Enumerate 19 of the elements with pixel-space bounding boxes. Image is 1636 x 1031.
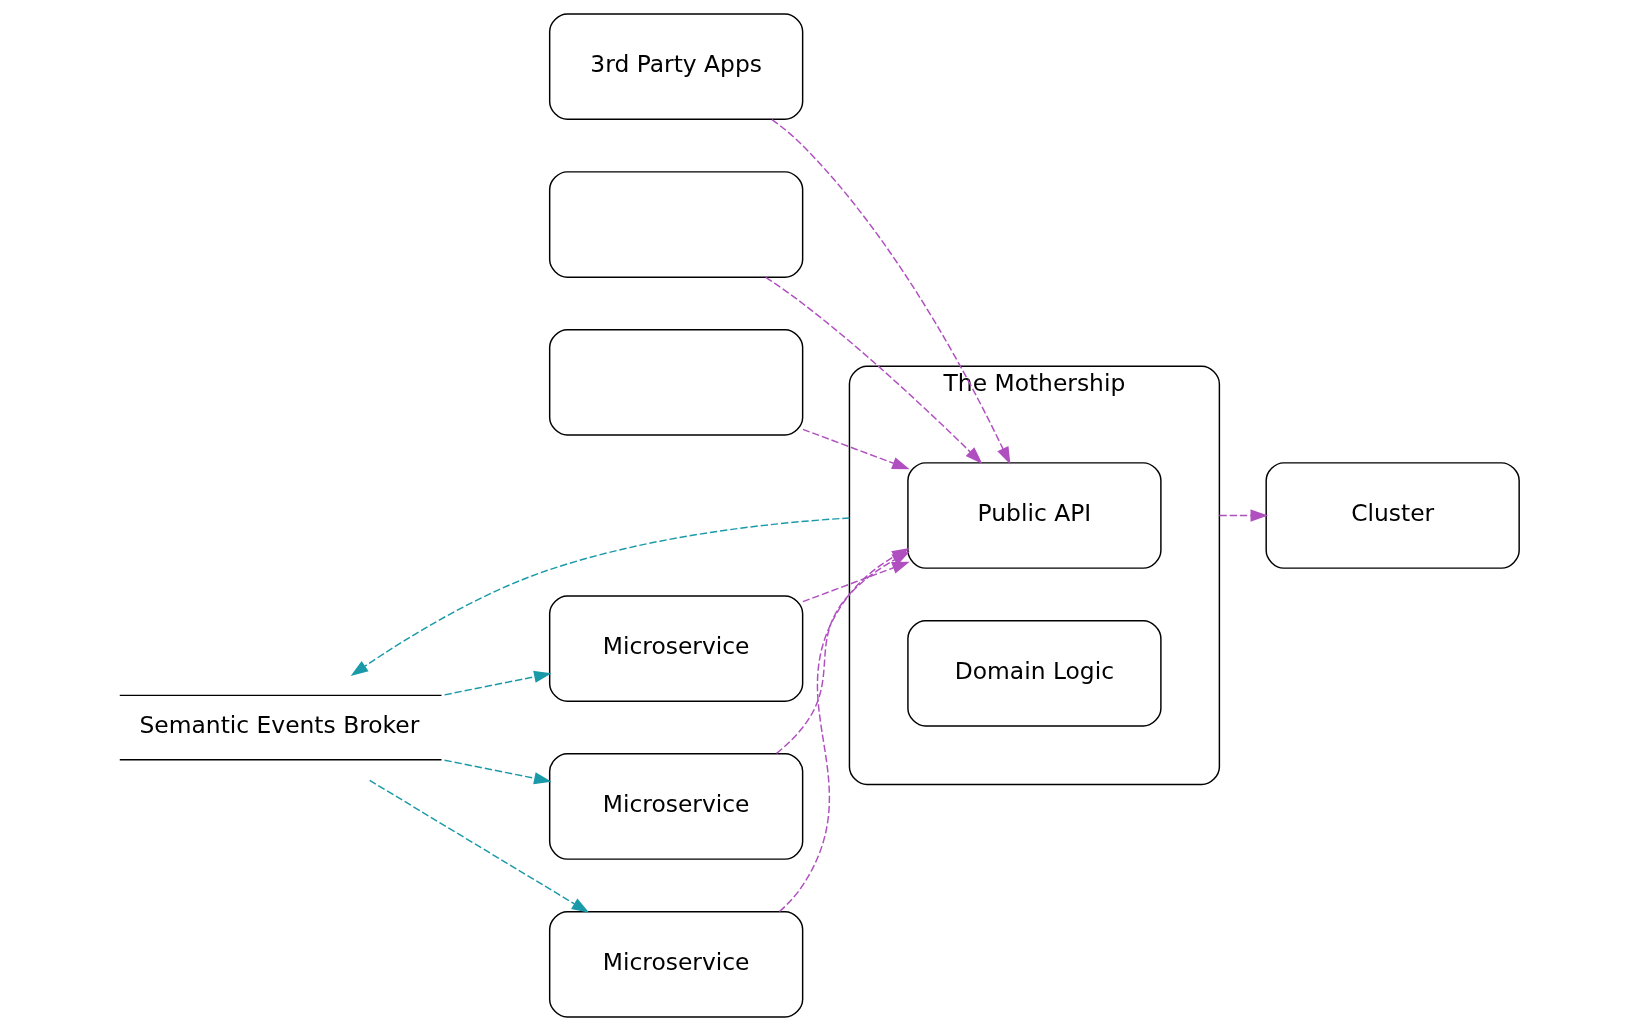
arrow — [443, 670, 552, 696]
arrow — [802, 428, 910, 470]
node-box: Microservice — [548, 753, 804, 860]
node-box: Microservice — [548, 911, 804, 1018]
arrow — [1218, 509, 1269, 522]
node-text: Semantic Events Broker — [139, 711, 420, 740]
node-box: 3rd Party Apps — [548, 13, 804, 120]
arrow — [802, 561, 910, 603]
arrow — [443, 759, 552, 785]
node-box — [548, 329, 804, 436]
node-box: Public API — [907, 462, 1162, 569]
arrow — [771, 118, 1011, 465]
arrow — [765, 276, 983, 465]
node-box: Microservice — [548, 595, 804, 702]
node-box: Domain Logic — [907, 620, 1162, 727]
node-box: Cluster — [1265, 462, 1520, 569]
arrow — [350, 517, 851, 676]
arrow — [368, 779, 590, 913]
node-box — [548, 171, 804, 278]
